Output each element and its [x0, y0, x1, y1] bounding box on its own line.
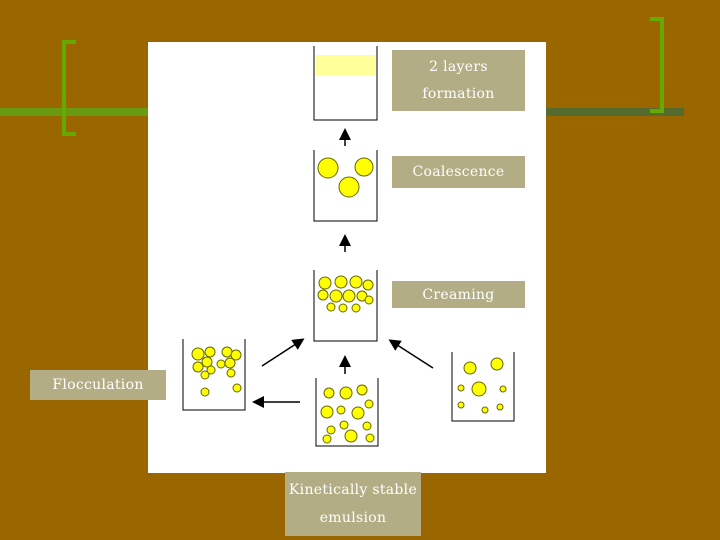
beaker-flocculation — [182, 339, 246, 411]
beaker-coalescence — [313, 150, 378, 222]
beaker-two-layers — [313, 46, 378, 121]
beaker-kinetically-stable — [315, 378, 379, 447]
arrow-flocculation-to-creaming — [261, 338, 305, 367]
label-two-layers-line1: 2 layers — [429, 59, 488, 76]
label-creaming: Creaming — [392, 281, 525, 308]
label-stable-line2: emulsion — [319, 510, 387, 526]
right-accent-bar — [546, 108, 684, 116]
beaker-dispersed — [451, 352, 515, 422]
label-flocculation: Flocculation — [30, 370, 166, 400]
label-stable-line1: Kinetically stable — [288, 482, 418, 498]
label-flocculation-text: Flocculation — [52, 377, 144, 393]
label-kinetically-stable: Kinetically stable emulsion — [285, 472, 421, 536]
label-creaming-text: Creaming — [422, 286, 495, 303]
right-bracket — [650, 17, 664, 113]
left-bracket — [62, 40, 76, 136]
beaker-creaming — [313, 270, 378, 342]
diagram-panel — [148, 42, 546, 473]
left-accent-bar — [0, 108, 150, 116]
arrow-dispersed-to-creaming — [388, 339, 434, 369]
label-coalescence: Coalescence — [392, 156, 525, 188]
process-arrows — [252, 128, 434, 408]
label-two-layers-line2: formation — [422, 85, 495, 102]
label-two-layers: 2 layers formation — [392, 50, 525, 111]
label-coalescence-text: Coalescence — [412, 164, 505, 180]
